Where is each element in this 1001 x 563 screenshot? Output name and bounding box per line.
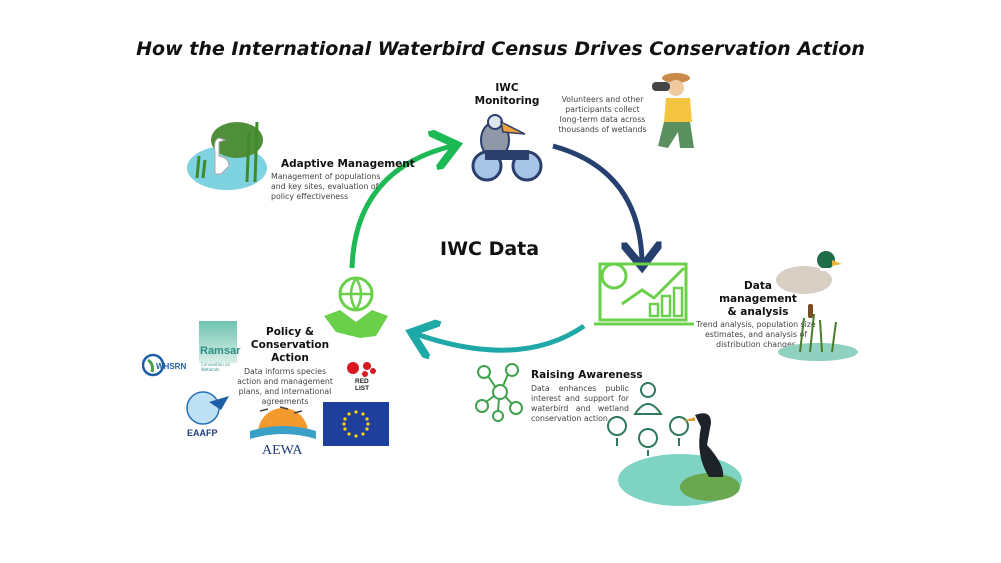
arrow-green	[349, 146, 452, 269]
whsrn-logo: WHSRN	[142, 352, 190, 382]
adaptive-management-heading: Adaptive Management	[281, 158, 415, 170]
diagram-title: How the International Waterbird Census D…	[136, 38, 865, 60]
awareness-description: Data enhances public interest and suppor…	[531, 384, 629, 423]
mallard-duck-illustration	[776, 251, 858, 361]
monitoring-description: Volunteers and other participants collec…	[558, 95, 647, 134]
eaafp-logo: EAAFP	[181, 388, 233, 440]
monitoring-heading: IWC Monitoring	[474, 82, 540, 107]
awareness-heading: Raising Awareness	[531, 369, 643, 381]
heron-wetland-illustration	[187, 121, 267, 190]
arrow-teal	[416, 326, 586, 350]
aewa-logo: AEWA	[250, 403, 316, 461]
adaptive-management-description: Management of populations and key sites,…	[271, 172, 381, 201]
policy-description: Data informs species action and manageme…	[237, 367, 333, 406]
data-management-description: Trend analysis, population size estimate…	[696, 320, 816, 349]
center-label: IWC Data	[440, 238, 540, 260]
analytics-chart-icon	[594, 262, 694, 326]
cormorant-island-illustration	[618, 413, 742, 506]
eu-flag-logo	[323, 402, 389, 446]
policy-heading: Policy & Conservation Action	[250, 326, 330, 364]
pelican-binoculars-icon	[471, 114, 543, 182]
data-management-heading: Data management & analysis	[719, 280, 797, 318]
network-people-icon	[475, 363, 523, 422]
globe-handshake-icon	[324, 276, 388, 338]
arrow-navy	[552, 143, 642, 262]
community-people-icon	[607, 382, 689, 456]
ramsar-logo: Ramsar Convention on Wetlands	[199, 321, 240, 372]
birdwatcher-illustration	[652, 73, 694, 148]
iucn-red-list-logo: RED LIST	[345, 360, 381, 394]
